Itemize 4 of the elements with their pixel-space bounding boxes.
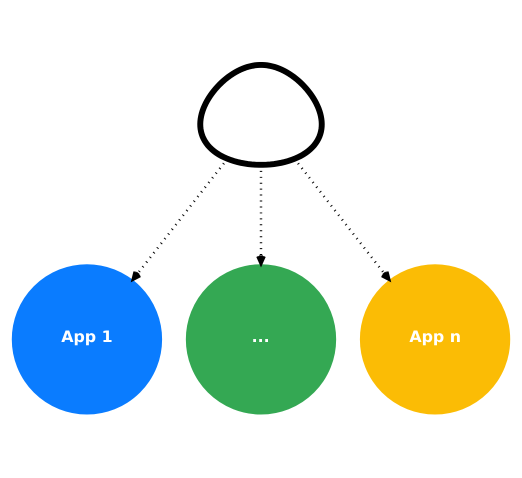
node-circle: App n (360, 264, 510, 414)
node-circle: ... (186, 264, 336, 414)
node-circle: App 1 (12, 264, 162, 414)
node-brain (197, 61, 325, 168)
